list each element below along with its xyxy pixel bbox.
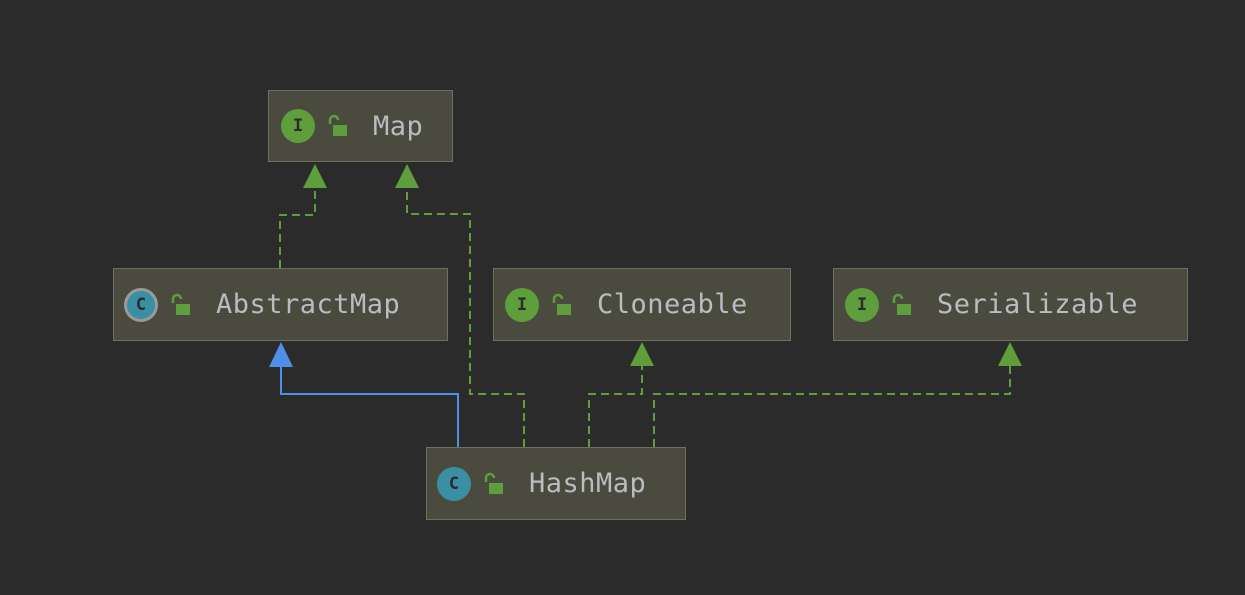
unlocked-icon: [328, 114, 347, 136]
unlocked-icon: [892, 293, 911, 315]
node-serializable[interactable]: I Serializable: [833, 268, 1188, 341]
node-hashmap[interactable]: C HashMap: [426, 447, 686, 520]
interface-icon: I: [505, 287, 539, 322]
unlocked-icon: [484, 472, 503, 494]
arrowhead-map-right: [395, 164, 419, 188]
unlocked-icon: [552, 293, 571, 315]
node-label: Cloneable: [597, 289, 748, 320]
abstract-class-icon: C: [124, 287, 158, 322]
arrowhead-abstractmap: [269, 342, 293, 367]
node-label: Serializable: [937, 289, 1139, 320]
node-label: HashMap: [529, 468, 647, 499]
node-map[interactable]: I Map: [268, 90, 453, 162]
interface-icon: I: [845, 287, 879, 322]
node-cloneable[interactable]: I Cloneable: [493, 268, 791, 341]
node-label: Map: [373, 110, 424, 142]
edge-hashmap-to-abstractmap: [280, 367, 459, 447]
edge-hashmap-to-cloneable: [588, 366, 643, 447]
node-label: AbstractMap: [216, 289, 401, 320]
edge-hashmap-to-map: [406, 188, 525, 447]
unlocked-icon: [171, 293, 190, 315]
edge-hashmap-to-serializable: [653, 366, 1011, 447]
class-icon: C: [437, 466, 471, 501]
arrowhead-cloneable: [630, 342, 654, 366]
interface-icon: I: [281, 109, 315, 143]
arrowhead-serializable: [998, 342, 1022, 366]
edge-abstractmap-to-map: [279, 188, 316, 268]
node-abstractmap[interactable]: C AbstractMap: [113, 268, 448, 341]
arrowhead-map-left: [303, 164, 327, 188]
